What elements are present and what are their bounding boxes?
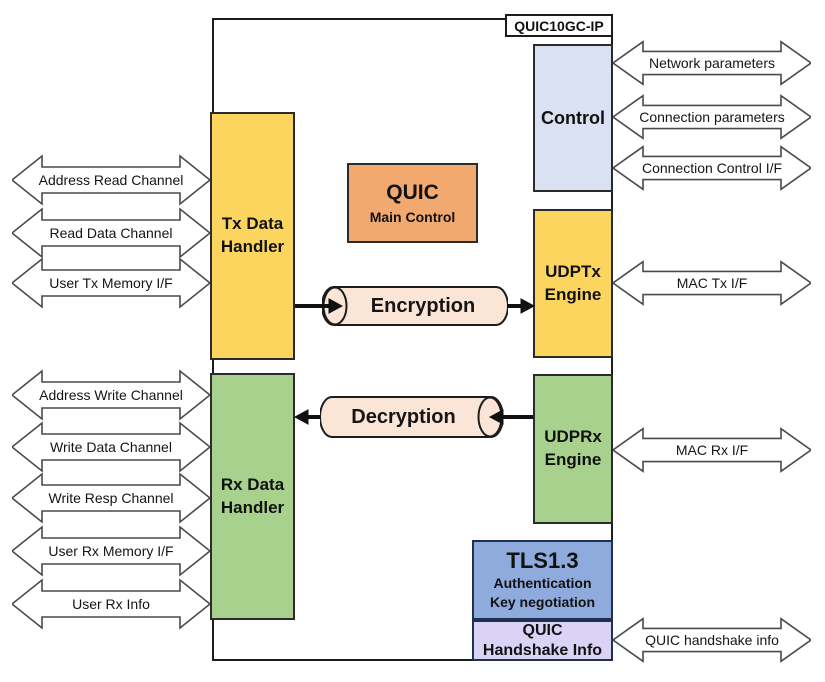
interface-arrow-label: Address Write Channel	[12, 368, 210, 422]
block-label-line: Rx Data	[220, 474, 285, 494]
interface-arrow-write-resp-channel: Write Resp Channel	[12, 471, 210, 525]
interface-arrow-label: User Rx Memory I/F	[12, 524, 210, 578]
arrow-label-text: Write Resp Channel	[48, 490, 174, 506]
interface-arrow-label: MAC Tx I/F	[613, 259, 811, 307]
block-label-line: Authentication	[493, 575, 592, 592]
block-label-line: TLS1.3	[506, 547, 579, 573]
block-label-line: QUIC	[522, 621, 563, 639]
arrow-label-text: QUIC handshake info	[645, 632, 779, 648]
arrow-label-text: User Tx Memory I/F	[49, 275, 173, 291]
udptx-engine-block: UDPTx Engine	[533, 209, 613, 358]
interface-arrow-connection-parameters: Connection parameters	[613, 93, 811, 141]
interface-arrow-address-write-channel: Address Write Channel	[12, 368, 210, 422]
interface-arrow-label: Address Read Channel	[12, 153, 210, 207]
encryption-label: Encryption	[322, 286, 508, 326]
ip-title: QUIC10GC-IP	[514, 17, 604, 34]
block-label-line: Engine	[544, 284, 602, 304]
interface-arrow-label: User Tx Memory I/F	[12, 256, 210, 310]
arrow-label-text: MAC Tx I/F	[676, 275, 748, 291]
block-label-line: Tx Data	[221, 214, 284, 234]
arrow-label-text: MAC Rx I/F	[675, 442, 749, 458]
decryption-label: Decryption	[320, 396, 503, 438]
control-block: Control	[533, 44, 613, 192]
block-label-line: Main Control	[369, 208, 456, 225]
block-label-line: UDPRx	[544, 427, 602, 447]
interface-arrow-label: Connection parameters	[613, 93, 811, 141]
double-arrow-shape	[613, 426, 811, 474]
interface-arrow-mac-rx: MAC Rx I/F	[613, 426, 811, 474]
interface-arrow-label: MAC Rx I/F	[613, 426, 811, 474]
interface-arrow-label: Read Data Channel	[12, 206, 210, 260]
double-arrow-shape	[12, 368, 210, 422]
block-label-line: Decryption	[351, 405, 456, 428]
double-arrow-shape	[12, 420, 210, 474]
block-label-line: Key negotiation	[489, 594, 595, 611]
interface-arrow-user-rx-info: User Rx Info	[12, 577, 210, 631]
interface-arrow-label: Connection Control I/F	[613, 144, 811, 192]
double-arrow-shape	[12, 256, 210, 310]
decryption-cylinder: Decryption	[320, 396, 503, 438]
double-arrow-shape	[613, 93, 811, 141]
double-arrow-shape	[613, 39, 811, 87]
double-arrow-shape	[12, 471, 210, 525]
interface-arrow-write-data-channel: Write Data Channel	[12, 420, 210, 474]
interface-arrow-label: Network parameters	[613, 39, 811, 87]
quic-handshake-info-block: QUIC Handshake Info	[472, 620, 613, 661]
arrow-label-text: User Rx Memory I/F	[48, 543, 174, 559]
double-arrow-shape	[12, 153, 210, 207]
interface-arrow-user-tx-memory: User Tx Memory I/F	[12, 256, 210, 310]
interface-arrow-quic-handshake-info: QUIC handshake info	[613, 616, 811, 664]
double-arrow-shape	[12, 577, 210, 631]
block-label-line: UDPTx	[545, 261, 601, 281]
cylinder-shape	[322, 286, 508, 326]
double-arrow-shape	[613, 259, 811, 307]
interface-arrow-label: Write Data Channel	[12, 420, 210, 474]
block-label-line: Handshake Info	[482, 641, 603, 659]
interface-arrow-network-parameters: Network parameters	[613, 39, 811, 87]
block-label-line: Handler	[220, 497, 285, 517]
tls13-block: TLS1.3 Authentication Key negotiation	[472, 540, 613, 620]
double-arrow-shape	[613, 144, 811, 192]
udprx-engine-block: UDPRx Engine	[533, 374, 613, 524]
interface-arrow-user-rx-memory: User Rx Memory I/F	[12, 524, 210, 578]
block-label-line: QUIC	[386, 181, 439, 205]
interface-arrow-label: Write Resp Channel	[12, 471, 210, 525]
rx-data-handler-block: Rx Data Handler	[210, 373, 295, 620]
interface-arrow-label: User Rx Info	[12, 577, 210, 631]
block-label-line: Encryption	[370, 294, 476, 317]
double-arrow-shape	[613, 616, 811, 664]
arrow-label-text: Connection Control I/F	[641, 160, 783, 176]
tx-data-handler-block: Tx Data Handler	[210, 112, 295, 360]
quic-main-control-block: QUIC Main Control	[347, 163, 478, 243]
block-label-line: Engine	[544, 450, 602, 469]
interface-arrow-address-read-channel: Address Read Channel	[12, 153, 210, 207]
arrow-label-text: Read Data Channel	[49, 225, 173, 241]
interface-arrow-connection-control: Connection Control I/F	[613, 144, 811, 192]
arrow-label-text: User Rx Info	[72, 596, 150, 612]
arrow-label-text: Connection parameters	[639, 109, 785, 125]
arrow-label-text: Address Read Channel	[38, 172, 184, 188]
arrow-label-text: Write Data Channel	[50, 439, 172, 455]
arrow-label-text: Network parameters	[648, 55, 776, 71]
double-arrow-shape	[12, 206, 210, 260]
interface-arrow-mac-tx: MAC Tx I/F	[613, 259, 811, 307]
block-label-line: Handler	[220, 237, 285, 256]
interface-arrow-label: QUIC handshake info	[613, 616, 811, 664]
block-label-line: Control	[541, 107, 605, 128]
encryption-cylinder: Encryption	[322, 286, 508, 326]
interface-arrow-read-data-channel: Read Data Channel	[12, 206, 210, 260]
double-arrow-shape	[12, 524, 210, 578]
arrow-label-text: Address Write Channel	[39, 387, 183, 403]
ip-title-box: QUIC10GC-IP	[505, 14, 613, 37]
